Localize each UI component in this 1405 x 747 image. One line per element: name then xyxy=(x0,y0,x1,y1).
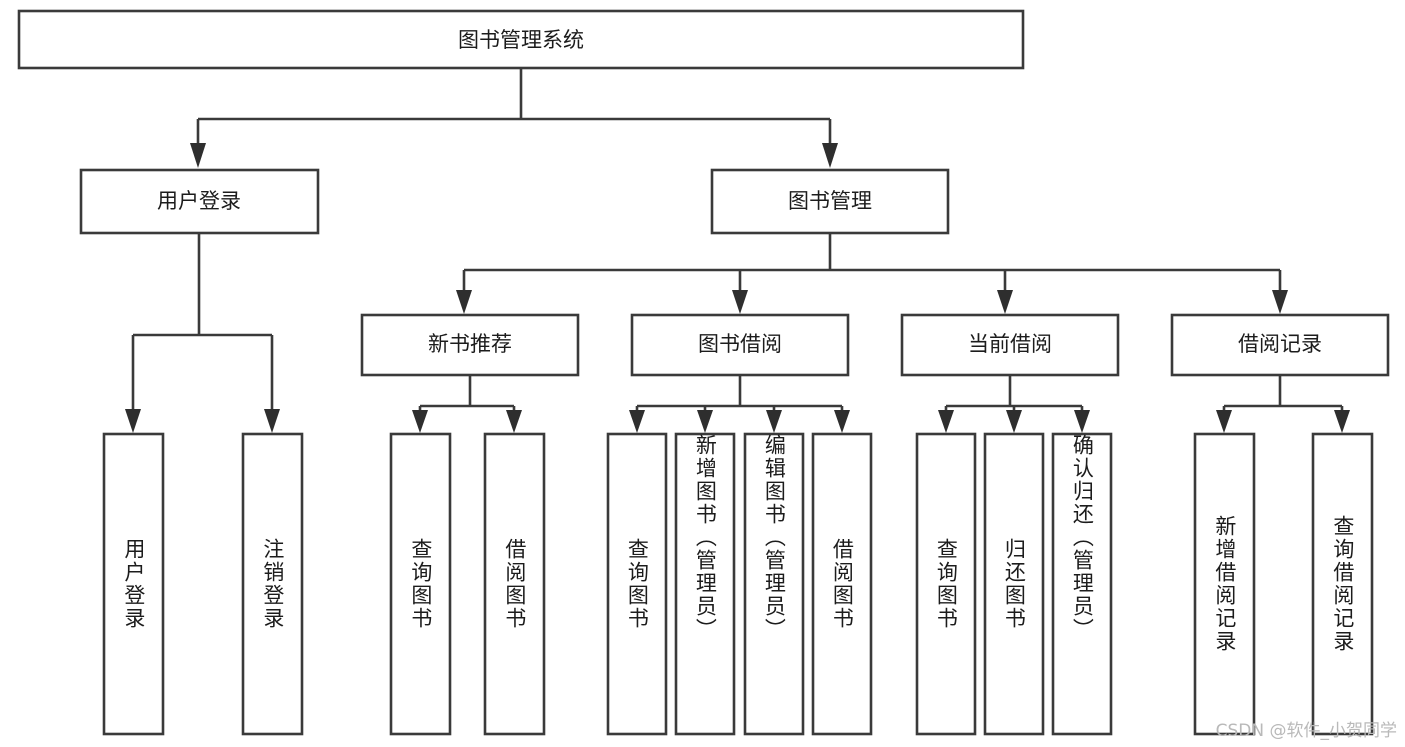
node-user-login-label: 用户登录 xyxy=(157,189,241,213)
node-book-borrow-label: 图书借阅 xyxy=(698,332,782,356)
connector-borrowrecords-to-leaves xyxy=(1216,375,1350,433)
leaf-box-newbook-0[interactable] xyxy=(389,432,452,736)
leaf-box-borrowrecords-0[interactable] xyxy=(1193,432,1256,736)
leaf-box-bookborrow-3[interactable] xyxy=(811,432,873,736)
connector-userlogin-to-leaves xyxy=(125,233,280,433)
leaf-box-currentborrow-2[interactable] xyxy=(1051,432,1113,736)
node-user-login[interactable]: 用户登录 xyxy=(79,168,320,235)
leaf-box-currentborrow-0[interactable] xyxy=(915,432,977,736)
node-book-management[interactable]: 图书管理 xyxy=(710,168,950,235)
node-current-borrow-label: 当前借阅 xyxy=(968,332,1052,356)
leaf-box-currentborrow-1[interactable] xyxy=(983,432,1045,736)
node-book-borrow[interactable]: 图书借阅 xyxy=(630,313,850,377)
leaf-box-user-login-0[interactable] xyxy=(102,432,165,736)
leaf-box-newbook-1[interactable] xyxy=(483,432,546,736)
node-root-system[interactable]: 图书管理系统 xyxy=(17,9,1025,70)
connector-bookmgmt-to-level3 xyxy=(456,233,1288,314)
leaf-box-bookborrow-1[interactable] xyxy=(674,432,736,736)
node-borrow-records-label: 借阅记录 xyxy=(1238,332,1322,356)
node-new-book-recommend-label: 新书推荐 xyxy=(428,332,512,356)
leaf-box-bookborrow-2[interactable] xyxy=(743,432,805,736)
node-current-borrow[interactable]: 当前借阅 xyxy=(900,313,1120,377)
connector-bookborrow-to-leaves xyxy=(629,375,850,433)
connector-root-to-level2 xyxy=(190,68,838,168)
connector-currentborrow-to-leaves xyxy=(938,375,1090,433)
leaf-box-borrowrecords-1[interactable] xyxy=(1311,432,1374,736)
leaf-box-bookborrow-0[interactable] xyxy=(606,432,668,736)
leaf-box-user-login-1[interactable] xyxy=(241,432,304,736)
connector-newbook-to-leaves xyxy=(412,375,522,433)
node-borrow-records[interactable]: 借阅记录 xyxy=(1170,313,1390,377)
node-book-management-label: 图书管理 xyxy=(788,189,872,213)
node-new-book-recommend[interactable]: 新书推荐 xyxy=(360,313,580,377)
watermark-text: CSDN @软件_小贺同学 xyxy=(1215,721,1397,741)
node-root-system-label: 图书管理系统 xyxy=(458,28,584,52)
